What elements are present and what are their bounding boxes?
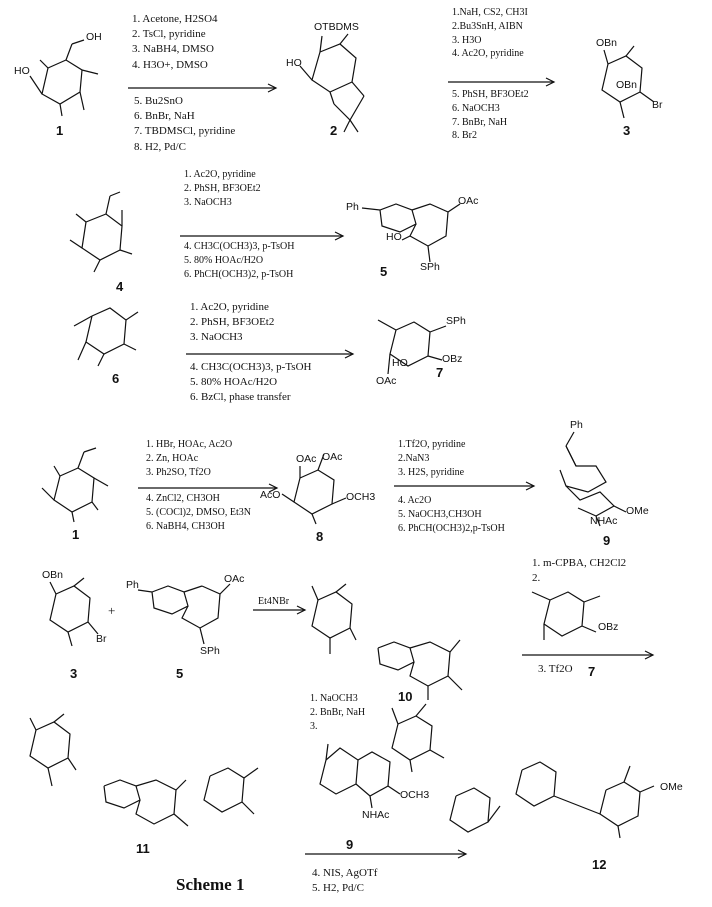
reaction-arrows — [128, 77, 655, 859]
substituent-oac-8a: OAc — [296, 453, 317, 465]
compound-label-3: 3 — [623, 123, 631, 138]
structure-9a — [559, 431, 627, 527]
substituent-ho-5: HO — [386, 231, 402, 243]
structure-11 — [29, 713, 259, 827]
structure-4 — [69, 191, 133, 273]
substituent-nhac-9: NHAc — [590, 515, 618, 527]
compound-label-1b: 1 — [72, 527, 80, 542]
substituent-obn-3b: OBn — [616, 79, 638, 91]
substituent-sph-5c: SPh — [200, 645, 220, 657]
compound-label-9b: 9 — [346, 837, 354, 852]
structure-5a — [361, 203, 461, 263]
compound-label-4: 4 — [116, 279, 124, 294]
substituent-ho-2: HO — [286, 57, 302, 69]
compound-label-6: 6 — [112, 371, 120, 386]
substituent-br-3: Br — [652, 99, 663, 111]
substituent-ome-12: OMe — [660, 781, 683, 793]
compound-label-1: 1 — [56, 123, 64, 138]
compound-label-11: 11 — [136, 841, 150, 856]
structure-12 — [391, 703, 655, 839]
substituent-oac-5: OAc — [458, 195, 479, 207]
substituent-och3-8: OCH3 — [346, 491, 376, 503]
substituent-oh: OH — [86, 31, 102, 43]
compound-label-7b: 7 — [588, 664, 596, 679]
conditions-step7: Et4NBr — [258, 596, 290, 607]
compound-label-8: 8 — [316, 529, 324, 544]
structure-7b — [531, 591, 601, 640]
compound-label-2: 2 — [330, 123, 338, 138]
structure-3a — [601, 45, 655, 119]
structure-6 — [73, 307, 139, 367]
substituent-aco-8: AcO — [260, 489, 281, 501]
substituent-ome-9: OMe — [626, 505, 649, 517]
compound-label-3b: 3 — [70, 666, 78, 681]
compound-label-5b: 5 — [176, 666, 184, 681]
substituent-obn-3: OBn — [596, 37, 618, 49]
plus-sign: + — [108, 603, 116, 618]
substituent-oac-7: OAc — [376, 375, 397, 387]
compound-label-12: 12 — [592, 857, 607, 872]
substituent-ph-5c: Ph — [126, 579, 139, 591]
compound-label-10: 10 — [398, 689, 413, 704]
structure-9b — [319, 743, 401, 809]
structure-10 — [311, 583, 463, 700]
substituent-ho-7: HO — [392, 357, 408, 369]
conditions-step8-lower: 3. Tf2O — [538, 663, 573, 675]
compound-label-9: 9 — [603, 533, 611, 548]
substituent-ph-5: Ph — [346, 201, 359, 213]
substituent-oac-5c: OAc — [224, 573, 245, 585]
substituent-obz-7: OBz — [442, 353, 463, 365]
compound-label-5: 5 — [380, 264, 388, 279]
substituent-ho: HO — [14, 65, 30, 77]
compound-label-7: 7 — [436, 365, 444, 380]
substituent-obn-3c: OBn — [42, 569, 64, 581]
structure-1a — [29, 39, 99, 117]
substituent-otbdms: OTBDMS — [314, 21, 359, 33]
substituent-sph-5: SPh — [420, 261, 440, 273]
structure-8 — [281, 453, 347, 525]
substituent-sph-7: SPh — [446, 315, 466, 327]
substituent-obz-7c: OBz — [598, 621, 619, 633]
structure-7a — [377, 319, 447, 375]
structure-1b — [41, 447, 109, 523]
structure-3b — [49, 577, 99, 647]
structure-2 — [299, 33, 365, 133]
substituent-ph-9: Ph — [570, 419, 583, 431]
substituent-och3-9c: OCH3 — [400, 789, 430, 801]
substituent-br-3c: Br — [96, 633, 107, 645]
substituent-oac-8b: OAc — [322, 451, 343, 463]
substituent-nhac-9c: NHAc — [362, 809, 390, 821]
structure-5b — [137, 583, 231, 645]
scheme-caption: Scheme 1 — [176, 875, 245, 894]
